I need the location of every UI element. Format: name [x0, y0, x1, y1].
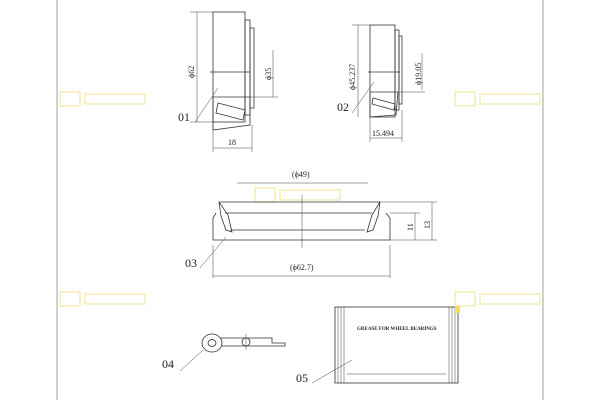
part-label-04: 04 — [162, 357, 174, 371]
seal-03 — [199, 182, 437, 278]
part-label-05: 05 — [296, 371, 308, 385]
bearing-01-inner-diameter: ϕ35 — [264, 68, 273, 80]
seal-03-height-outer: 13 — [423, 221, 432, 229]
part-label-03: 03 — [185, 256, 197, 270]
bearing-02 — [351, 24, 425, 142]
seal-03-inner-diameter: (ϕ49) — [292, 170, 310, 179]
bearing-02-width: 15.494 — [372, 129, 394, 138]
part-label-02: 02 — [337, 100, 349, 114]
watermark-logos — [59, 91, 541, 307]
bearing-02-outer-diameter: ϕ45.237 — [348, 64, 357, 90]
cotter-pin-04 — [179, 333, 286, 372]
seal-03-height-inner: 11 — [406, 223, 415, 231]
bearing-02-inner-diameter: ϕ19.05 — [414, 63, 423, 85]
seal-03-outer-diameter: (ϕ62.7) — [290, 263, 314, 272]
bearing-01 — [190, 11, 278, 152]
bearing-01-outer-diameter: ϕ62 — [187, 66, 196, 78]
bearing-01-width: 18 — [228, 138, 236, 147]
grease-package-text: GREASE FOR WHEEL BEARINGS — [357, 327, 437, 332]
grease-package-05 — [311, 306, 460, 384]
part-label-01: 01 — [178, 110, 190, 124]
